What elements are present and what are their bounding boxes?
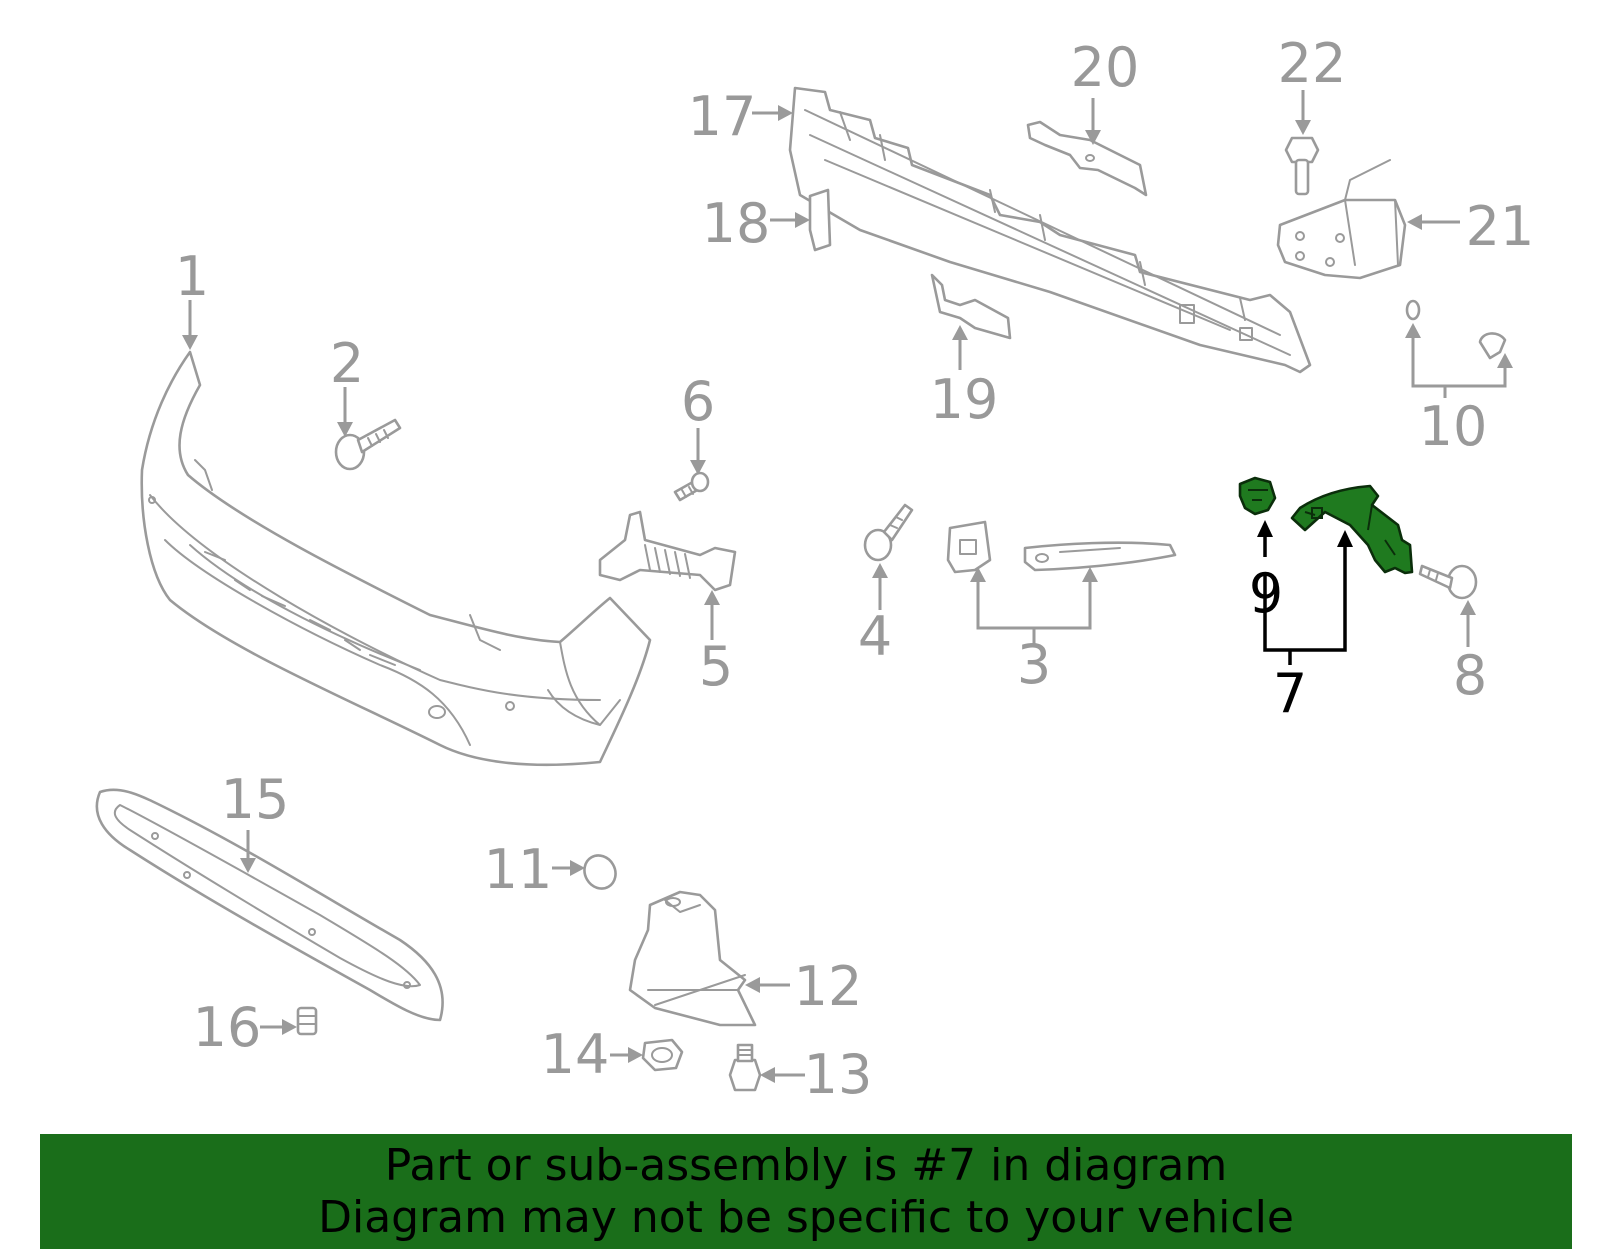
callout-19[interactable]: 19	[930, 368, 999, 431]
part-17-reinforcement-beam[interactable]	[788, 86, 1312, 374]
callout-2[interactable]: 2	[330, 332, 364, 395]
callout-3[interactable]: 3	[1017, 633, 1051, 696]
info-banner: Part or sub-assembly is #7 in diagram Di…	[40, 1134, 1572, 1249]
callout-14[interactable]: 14	[541, 1023, 610, 1086]
callout-6[interactable]: 6	[681, 370, 715, 433]
callout-9[interactable]: 9	[1249, 562, 1283, 625]
callout-21[interactable]: 21	[1466, 195, 1535, 258]
part-18-bracket[interactable]	[808, 188, 832, 252]
callout-13[interactable]: 13	[804, 1043, 873, 1106]
part-11-plug[interactable]	[579, 850, 622, 894]
part-9-clip-highlighted[interactable]	[1238, 476, 1277, 516]
part-7-bracket-highlighted[interactable]	[1290, 484, 1414, 575]
part-19-bracket[interactable]	[930, 273, 1012, 340]
callout-22[interactable]: 22	[1278, 32, 1347, 95]
callout-10[interactable]: 10	[1419, 395, 1488, 458]
part-12-shield[interactable]	[628, 890, 757, 1027]
part-16-clip[interactable]	[296, 1006, 318, 1036]
part-13-bolt[interactable]	[728, 1043, 762, 1092]
part-14-nut[interactable]	[641, 1038, 684, 1072]
banner-line-1: Part or sub-assembly is #7 in diagram	[384, 1140, 1228, 1191]
callout-5[interactable]: 5	[699, 635, 733, 698]
banner-line-2: Diagram may not be specific to your vehi…	[318, 1192, 1294, 1243]
leader-lines	[182, 90, 1513, 1083]
part-10-clips[interactable]	[1405, 299, 1507, 360]
callout-1[interactable]: 1	[175, 245, 209, 308]
part-8-screw[interactable]	[1418, 564, 1478, 600]
part-4-screw[interactable]	[863, 503, 914, 562]
callout-labels: 1 2 3 4 5 6 7 8 9 10 11 12 13 14 15 16 1…	[175, 32, 1535, 1106]
part-1-bumper-cover[interactable]	[140, 350, 652, 767]
callout-7[interactable]: 7	[1273, 662, 1307, 725]
callout-4[interactable]: 4	[858, 605, 892, 668]
part-3-bracket[interactable]	[946, 520, 1177, 574]
part-22-bolt[interactable]	[1284, 136, 1320, 196]
callout-15[interactable]: 15	[221, 768, 290, 831]
callout-12[interactable]: 12	[794, 955, 863, 1018]
part-5-side-bracket[interactable]	[598, 510, 737, 592]
callout-17[interactable]: 17	[688, 85, 757, 148]
part-20-sensor-bracket[interactable]	[1026, 120, 1148, 197]
callout-11[interactable]: 11	[484, 838, 553, 901]
part-6-screw[interactable]	[673, 471, 710, 502]
part-21-mount-bracket[interactable]	[1276, 159, 1407, 280]
callout-8[interactable]: 8	[1453, 644, 1487, 707]
callout-16[interactable]: 16	[193, 996, 262, 1059]
part-15-lower-trim[interactable]	[95, 788, 444, 1022]
callout-18[interactable]: 18	[702, 192, 771, 255]
part-2-screw[interactable]	[334, 418, 402, 471]
callout-20[interactable]: 20	[1071, 36, 1140, 99]
